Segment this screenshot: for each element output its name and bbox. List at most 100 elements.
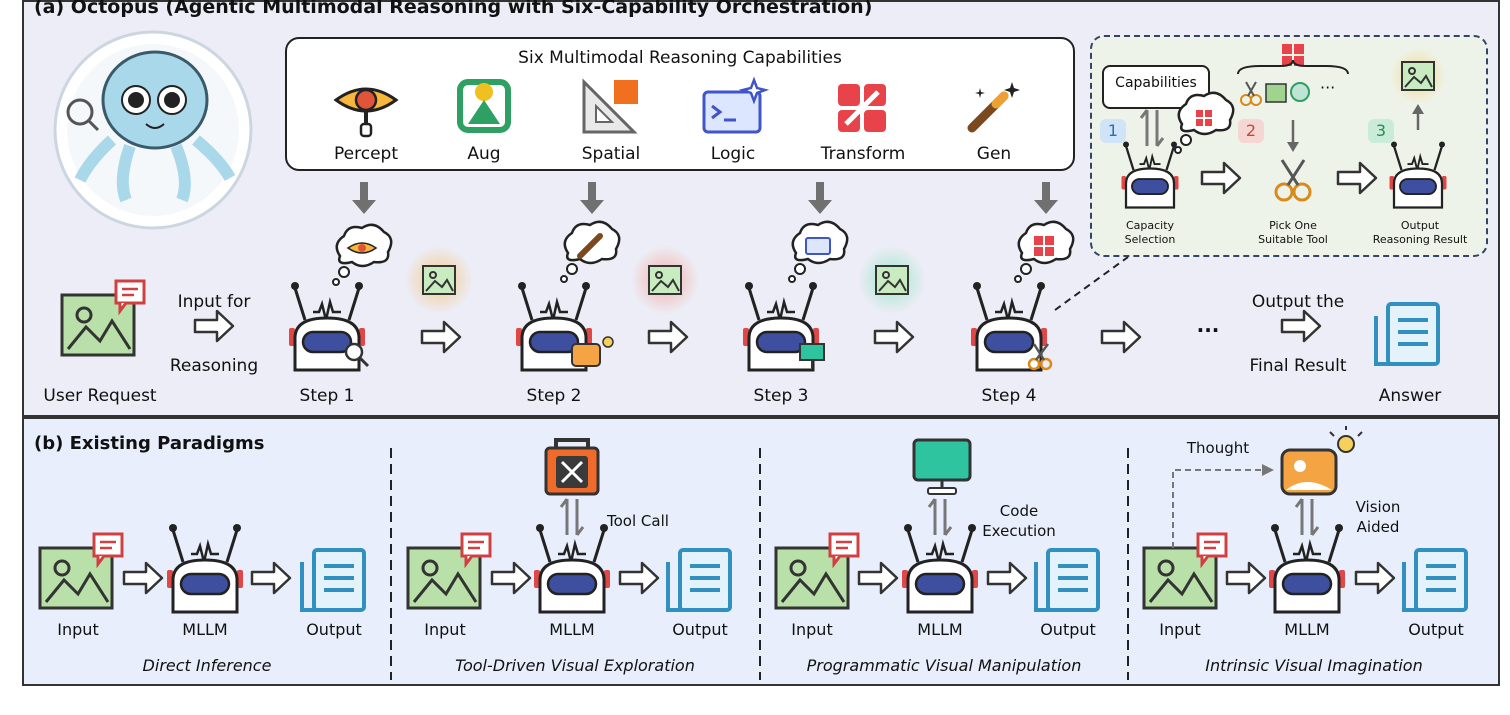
thought-label: Thought [1186,439,1250,457]
output-label-3: Output [1040,620,1096,639]
thought-cloud-step-3-icon [787,220,849,284]
paradigm-2-output-document-icon [666,548,732,612]
capacity-label: Capacity [1125,219,1175,232]
detail-number-3: 3 [1368,119,1394,143]
paradigm-1-input-image-icon [38,532,124,610]
image-badge-icon [571,336,614,367]
imagination-image-icon [1280,426,1363,496]
input-label-3: Input [791,620,833,639]
mllm-label-4: MLLM [1284,620,1330,639]
detail-robot-1-icon [1120,140,1180,209]
output-the-label: Output the [1251,292,1345,312]
paradigm-4-output-document-icon [1402,548,1468,612]
input-label-4: Input [1159,620,1201,639]
reasoning-result-label: Reasoning Result [1372,233,1468,246]
down-arrow-step-3 [808,182,832,214]
user-request-image-icon [60,279,146,357]
transform-puzzle-icon [838,84,886,132]
detail-scissors-icon [1274,159,1312,202]
paradigm-4-input-image-icon [1142,532,1228,610]
paradigm-label-1: Direct Inference [142,656,272,675]
mllm-label-1: MLLM [182,620,228,639]
thought-dashed-arrow [1172,464,1274,548]
output-label-2: Output [672,620,728,639]
detail-tool-icons [1237,44,1349,106]
vision-label: Vision [1355,498,1401,516]
octopus-mascot-icon [53,30,253,230]
step-4-label: Step 4 [981,386,1037,406]
thought-cloud-step-1-icon [331,223,393,287]
paradigm-label-3: Programmatic Visual Manipulation [806,656,1082,675]
paradigm-2-arrow-1-icon [490,561,532,595]
down-arrow-step-1 [352,182,376,214]
capability-label-gen: Gen [976,144,1012,164]
paradigm-3-input-image-icon [774,532,860,610]
toolbox-icon [544,438,600,496]
thought-cloud-step-2-icon [559,220,621,284]
paradigm-1-arrow-1-icon [122,561,164,595]
detail-number-2: 2 [1238,119,1264,143]
output-label-4: Output [1408,620,1464,639]
code-label: Code [999,502,1039,520]
detail-cloud-icon [1173,91,1235,155]
suitable-tool-label: Suitable Tool [1258,233,1328,246]
input-arrow-icon [193,309,235,343]
reasoning-label: Reasoning [169,356,259,376]
user-request-label: User Request [43,386,157,406]
detail-ellipsis: ··· [1320,78,1336,97]
capabilities-tag-label: Capabilities [1115,75,1197,91]
intermediate-image-3-icon [858,246,926,314]
output-label: Output [1400,219,1440,232]
step-arrow-1-icon [420,320,462,354]
scissors-badge-icon [1027,343,1053,371]
monitor-badge-icon [799,343,825,368]
step-3-label: Step 3 [753,386,809,406]
detail-number-1: 1 [1100,119,1126,143]
mllm-label-3: MLLM [917,620,963,639]
logic-terminal-icon [702,76,770,134]
capability-label-logic: Logic [710,144,756,164]
paradigm-label-2: Tool-Driven Visual Exploration [455,656,695,675]
pick-one-label: Pick One [1269,219,1317,232]
step-arrow-2-icon [647,320,689,354]
detail-arrows [1139,104,1424,152]
input-label-2: Input [424,620,466,639]
output-arrow-icon [1280,309,1322,343]
intermediate-image-1-icon [405,246,473,314]
execution-label: Execution [982,522,1056,540]
detail-arrow-1-icon [1200,161,1242,195]
paradigm-1-mllm-robot-icon [165,522,245,614]
computer-monitor-icon [912,438,972,495]
detail-robot-2-icon [1388,140,1448,209]
paradigm-3-arrow-1-icon [857,561,899,595]
capabilities-title: Six Multimodal Reasoning Capabilities [518,48,842,68]
mllm-label-2: MLLM [549,620,595,639]
paradigm-4-arrow-2-icon [1354,561,1396,595]
paradigm-label-4: Intrinsic Visual Imagination [1205,656,1423,675]
tool-call-label: Tool Call [607,512,669,530]
percept-eye-icon [333,87,399,138]
code-execution-arrow-icon [927,497,953,537]
capability-label-percept: Percept [334,144,398,164]
input-for-label: Input for [177,292,251,312]
panel-b-title: (b) Existing Paradigms [34,433,265,454]
down-arrow-step-4 [1034,182,1058,214]
final-result-label: Final Result [1249,356,1347,376]
vision-aided-arrow-icon [1294,497,1320,537]
answer-document-icon [1374,302,1440,366]
detail-output-image-icon [1390,48,1446,104]
capability-label-aug: Aug [467,144,501,164]
step-1-label: Step 1 [299,386,355,406]
thought-cloud-step-4-icon [1013,220,1075,284]
intermediate-image-2-icon [631,246,699,314]
paradigm-dividers [390,448,1129,680]
aug-image-icon [457,79,511,133]
output-label-1: Output [306,620,362,639]
step-2-label: Step 2 [526,386,582,406]
capabilities-box [285,37,1075,171]
paradigm-2-mllm-robot-icon [532,522,612,614]
paradigm-2-input-image-icon [406,532,492,610]
tool-call-arrow-icon [559,497,585,537]
paradigm-2-arrow-2-icon [618,561,660,595]
